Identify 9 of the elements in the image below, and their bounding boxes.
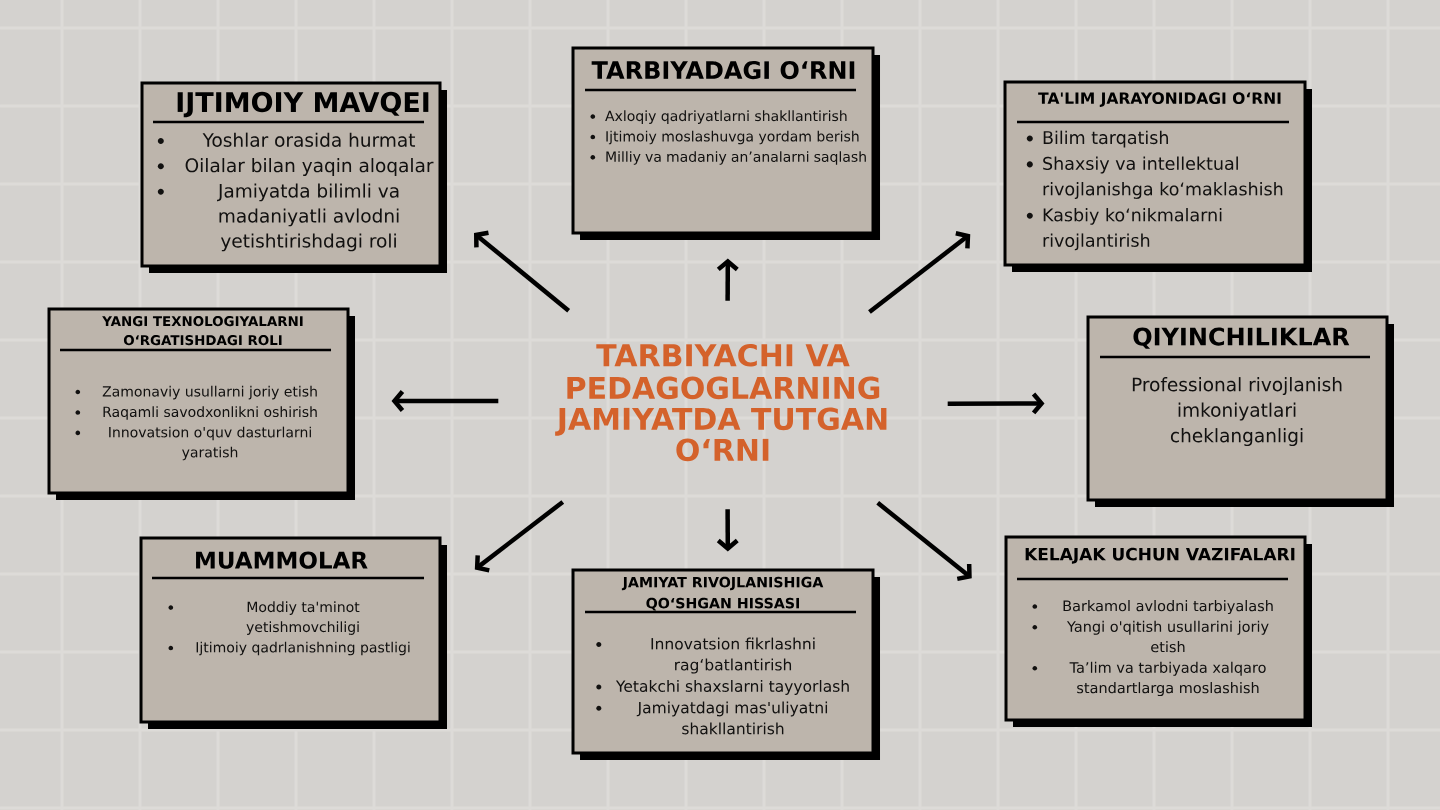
arrow — [716, 258, 739, 301]
arrow — [868, 231, 971, 314]
arrow — [474, 500, 565, 573]
arrow — [474, 230, 571, 313]
arrow — [391, 390, 499, 412]
arrow — [947, 392, 1045, 415]
arrow — [716, 509, 739, 552]
arrow — [876, 501, 972, 582]
central-title: TARBIYACHI VA PEDAGOGLARNING JAMIYATDA TUTGAN O‘RNI — [555, 343, 887, 462]
